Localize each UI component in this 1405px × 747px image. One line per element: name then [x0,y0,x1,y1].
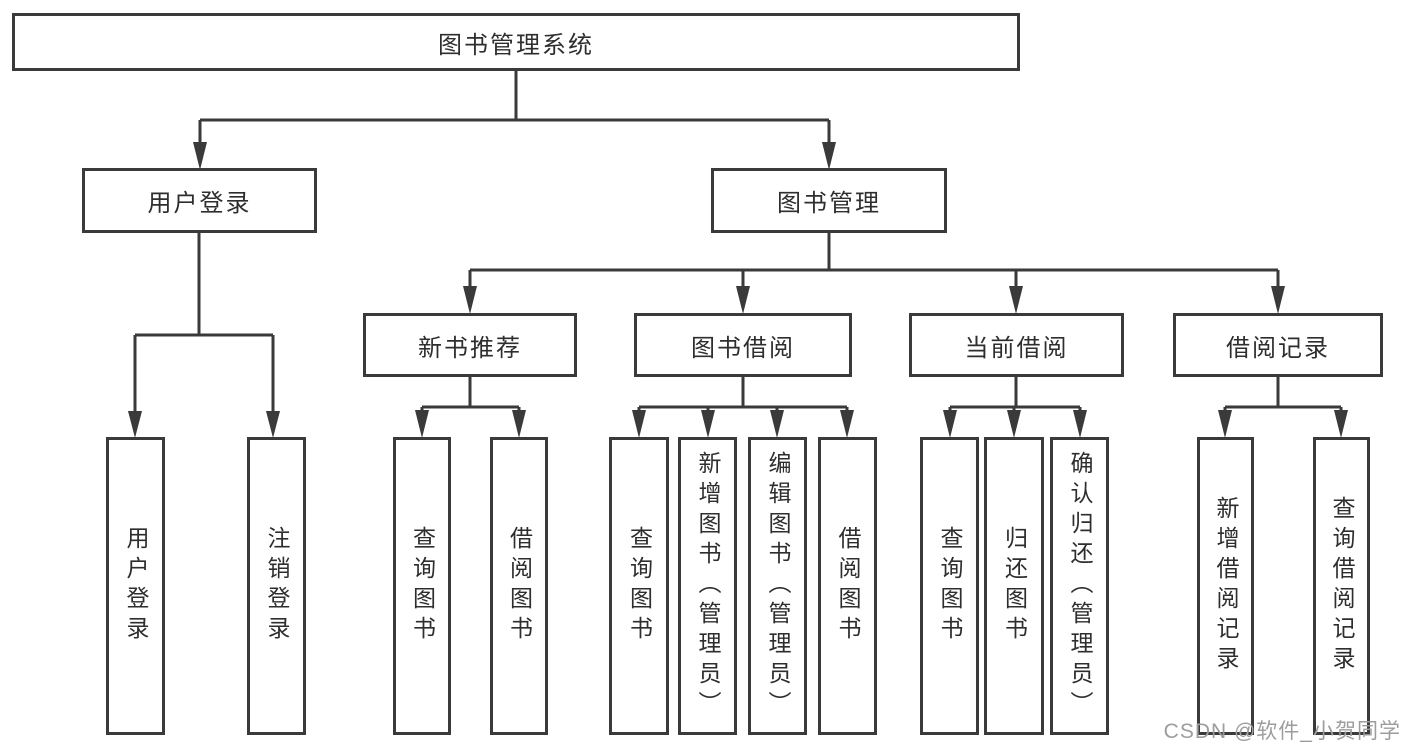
node-book-borrow: 图书借阅 [634,313,852,377]
leaf-label: 查询借阅记录 [1329,496,1355,676]
leaf-label: 用户登录 [123,526,149,646]
leaf-add-book-admin: 新增图书（管理员） [678,437,737,735]
leaf-logout: 注销登录 [247,437,306,735]
node-label: 图书管理系统 [438,31,594,59]
leaf-user-login: 用户登录 [106,437,165,735]
watermark: CSDN @软件_小贺同学 [1163,720,1401,743]
leaf-label: 查询图书 [937,526,963,646]
leaf-label: 归还图书 [1001,526,1028,646]
leaf-add-borrow-record: 新增借阅记录 [1197,437,1254,735]
leaf-borrow-books-recommend: 借阅图书 [490,437,548,735]
leaf-query-books-borrow: 查询图书 [609,437,669,735]
leaf-label: 查询图书 [409,526,436,646]
node-current-borrow: 当前借阅 [909,313,1124,377]
leaf-query-books-current: 查询图书 [920,437,979,735]
leaf-query-books-recommend: 查询图书 [393,437,451,735]
leaf-label: 新增图书（管理员） [695,451,721,721]
leaf-borrow-books: 借阅图书 [818,437,877,735]
node-label: 图书管理 [777,190,881,217]
node-label: 借阅记录 [1226,334,1330,362]
leaf-label: 借阅图书 [835,526,861,646]
node-root-library-system: 图书管理系统 [12,13,1020,71]
leaf-edit-book-admin: 编辑图书（管理员） [748,437,807,735]
node-label: 当前借阅 [964,334,1069,362]
node-user-login: 用户登录 [82,168,317,233]
leaf-label: 查询图书 [626,526,653,646]
leaf-query-borrow-record: 查询借阅记录 [1313,437,1370,735]
leaf-label: 注销登录 [264,526,290,646]
node-label: 图书借阅 [691,334,795,362]
node-label: 新书推荐 [418,334,522,362]
node-new-book-recommend: 新书推荐 [363,313,577,377]
leaf-label: 编辑图书（管理员） [765,451,791,721]
node-label: 用户登录 [147,190,252,217]
node-borrow-records: 借阅记录 [1173,313,1383,377]
leaf-label: 确认归还（管理员） [1067,451,1093,721]
leaf-confirm-return-admin: 确认归还（管理员） [1050,437,1109,735]
leaf-label: 新增借阅记录 [1213,496,1239,676]
leaf-label: 借阅图书 [506,526,533,646]
leaf-return-books: 归还图书 [984,437,1044,735]
node-book-management: 图书管理 [711,168,947,233]
